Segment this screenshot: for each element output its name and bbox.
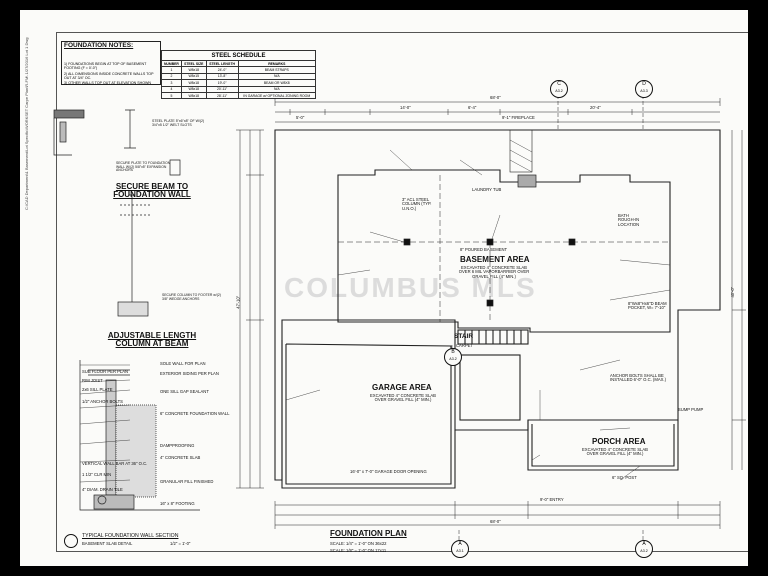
- plan-linework: [53, 95, 746, 545]
- plan-scale-2: SCALE: 1/8" = 1'-0" ON 17x11: [330, 548, 387, 553]
- note-item: 3) OTHER WALLS TOP OUT AT ELEVATION SHOW…: [64, 81, 151, 86]
- wall-label: SUB FLOOR PER PLAN: [82, 369, 129, 374]
- porch-area-label: PORCH AREA: [592, 437, 646, 446]
- left-dim: 47'-10": [235, 295, 241, 309]
- laundry-tub-label: LAUNDRY TUB: [472, 187, 502, 192]
- steel-header: REMARKS: [237, 59, 317, 68]
- cell: IN GARAGE w/ OPTIONAL ZONING ROOM: [237, 91, 317, 100]
- plan-scale-1: SCALE: 1/4" = 1'-0" ON 36x22: [330, 541, 387, 546]
- cell: 3: [161, 79, 182, 87]
- secure-plate-note: SECURE PLATE TO FOUNDATION WALL W/(2) 5/…: [116, 161, 171, 173]
- grid-bubble-c: C A3.2: [550, 80, 568, 98]
- foundation-notes-box: [61, 41, 161, 85]
- top-dim: 14'-0": [400, 105, 411, 110]
- top-dim: 6'-4": [468, 105, 477, 110]
- foundation-notes-title: FOUNDATION NOTES:: [64, 42, 134, 49]
- anchor-note: ANCHOR BOLTS SHALL BE INSTALLED 6'-0" O.…: [610, 373, 666, 383]
- cell: 4: [161, 85, 182, 93]
- cell: 5: [161, 91, 182, 100]
- cell: BEAM OR W8X8: [237, 79, 317, 87]
- plan-title: FOUNDATION PLAN: [330, 529, 407, 538]
- bubble-sheet: A3.2: [640, 549, 648, 553]
- cell: 1: [161, 66, 182, 74]
- bubble-sheet: A3.1: [456, 549, 464, 553]
- grid-bubble-b: B A3.2: [444, 348, 462, 366]
- bubble-sheet: A3.3: [640, 89, 648, 93]
- fireplace-label: 9'-1" FIREPLACE: [502, 115, 535, 120]
- steel-header: NUMBER: [161, 59, 182, 68]
- stair-label: STAIR: [454, 333, 474, 340]
- wall-label: 1 1/2" CLR MIN: [82, 472, 112, 477]
- grid-bubble-d: D A3.3: [635, 80, 653, 98]
- wall-label: RIM JOIST: [82, 378, 103, 383]
- watermark: COLUMBUS MLS: [284, 272, 537, 303]
- cell: BEAM STRAPS: [237, 66, 317, 74]
- garage-area-sub: EXCAVATED 4" CONCRETE SLAB OVER GRAVEL F…: [370, 393, 436, 403]
- wall-label: ONE SILL GAP SEALANT: [160, 389, 209, 394]
- wall-label: GRANULAR FILL FINISHED: [160, 479, 214, 484]
- steel-schedule-table: STEEL SCHEDULE NUMBER STEEL SIZE STEEL L…: [161, 50, 317, 100]
- column-note: SECURE COLUMN TO FOOTER w/(2) 3/8" WEDGE…: [162, 293, 221, 301]
- wall-section-scale: 1/2" = 1'-0": [170, 541, 191, 546]
- bubble-letter: B: [451, 349, 455, 355]
- wall-label: 16" x 8" FOOTING: [160, 501, 195, 506]
- wall-label: 4" DIAM. DRAIN TILE: [82, 487, 123, 492]
- section-bubble: [64, 534, 78, 548]
- garage-door-note: 16'-0" x 7'-0" GARAGE DOOR OPENING: [350, 469, 427, 474]
- carpet-label: CARPET: [456, 343, 473, 348]
- plate-note: STEEL PLATE 5"x6"x8" OF W/(2) 3/4"x5 1/2…: [152, 119, 205, 127]
- wall-section-sub: BASEMENT SLAB DETAIL: [82, 541, 133, 546]
- grid-bubble-a: A A3.2: [635, 540, 653, 558]
- bubble-sheet: A3.2: [555, 89, 563, 93]
- drawing-sheet: C:\CAD Department\1 Basement\Lot Specifi…: [20, 10, 748, 566]
- wall-label: 1/2" ANCHOR BOLTS: [82, 399, 123, 404]
- wall-label: 2x6 SILL PLATE: [82, 387, 113, 392]
- cell: N/A: [237, 72, 317, 81]
- right-dim: 40'-0": [730, 286, 736, 298]
- poured-basement-label: 8" POURED BASEMENT: [460, 247, 508, 252]
- secure-beam-title: SECURE BEAM TO FOUNDATION WALL: [113, 182, 191, 200]
- wall-section-title: TYPICAL FOUNDATION WALL SECTION: [82, 533, 179, 539]
- foundation-notes-list: 1) FOUNDATIONS BEGIN AT TOP OF BASEMENT …: [64, 62, 158, 87]
- garage-area-label: GARAGE AREA: [372, 383, 432, 392]
- beam-pocket-note: 8"Wx8"Hx6"D BEAM POCKET, W= 7'-10": [628, 301, 667, 311]
- basement-area-sub: EXCAVATED 4" CONCRETE SLAB OVER 6 MIL VA…: [458, 265, 530, 279]
- top-dim: 5'-0": [296, 115, 305, 120]
- cell: N/A: [237, 85, 317, 93]
- wall-label: 4" CONCRETE SLAB: [160, 455, 201, 460]
- entry-label: 9'-0" ENTRY: [540, 497, 564, 502]
- wall-label: SOLE WALL FOR PLAN: [160, 361, 206, 366]
- note-item: 1) FOUNDATIONS BEGIN AT TOP OF BASEMENT …: [64, 62, 147, 71]
- top-dim: 20'-4": [590, 105, 601, 110]
- note-item: 2) ALL DIMENSIONS INSIDE CONCRETE WALLS …: [64, 71, 154, 80]
- cell: 2: [161, 72, 182, 81]
- overall-dim-bottom: 68'-0": [490, 519, 501, 525]
- bubble-letter: A: [458, 541, 462, 547]
- steel-column-note: 3" ACL STEEL COLUMN (TYP. U.N.O.): [402, 197, 432, 211]
- drawing-border: [56, 32, 748, 552]
- wall-label: DAMPPROOFING: [160, 443, 195, 448]
- wall-label: VERTICAL WALL BAR AT 36" O.C.: [82, 461, 148, 466]
- bubble-letter: D: [642, 81, 646, 87]
- column-title: ADJUSTABLE LENGTH COLUMN AT BEAM: [107, 331, 197, 349]
- bubble-sheet: A3.2: [449, 357, 457, 361]
- bubble-letter: C: [557, 81, 561, 87]
- grid-bubble-a2: A A3.1: [451, 540, 469, 558]
- basement-area-label: BASEMENT AREA: [460, 255, 530, 264]
- bubble-letter: A: [642, 541, 646, 547]
- porch-post-label: 6" SQ. POST: [612, 475, 637, 480]
- wall-label: 6" CONCRETE FOUNDATION WALL: [160, 411, 230, 416]
- overall-dim-top: 68'-0": [490, 95, 501, 101]
- rough-in-label: BATH ROUGH-IN LOCATION: [618, 213, 640, 227]
- wall-label: EXTERIOR SIDING PER PLAN: [160, 371, 219, 376]
- sump-label: SUMP PUMP: [678, 407, 704, 412]
- porch-area-sub: EXCAVATED 4" CONCRETE SLAB OVER GRAVEL F…: [582, 447, 648, 457]
